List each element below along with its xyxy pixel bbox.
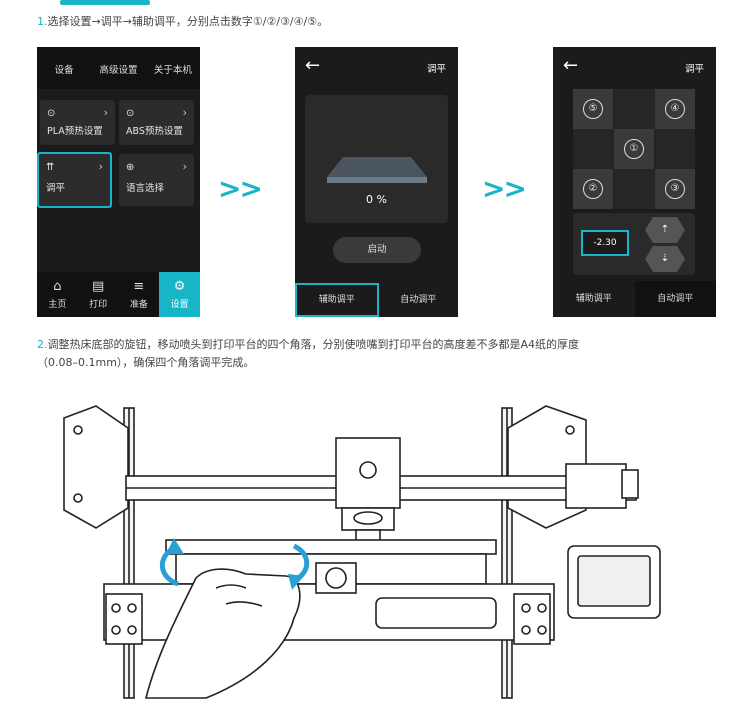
step2-text-line1: 调整热床底部的旋钮，移动喷头到打印平台的四个角落，分别使喷嘴到打印平台的高度差不… (47, 338, 580, 351)
point-5-button[interactable]: ⑤ (573, 89, 613, 129)
pla-preheat-label: PLA预热设置 (47, 126, 103, 137)
leveling-screen: ← 调平 0 % 启动 辅助调平 自动调平 (295, 47, 458, 317)
chevron-right-icon: › (182, 160, 187, 173)
nav-settings[interactable]: ⚙ 设置 (159, 272, 200, 317)
step2-instruction: 2.调整热床底部的旋钮，移动喷头到打印平台的四个角落，分别使喷嘴到打印平台的高度… (37, 336, 717, 372)
nav-prepare[interactable]: ≡ 准备 (119, 272, 160, 317)
grid-spacer (614, 169, 654, 209)
point-3-button[interactable]: ③ (655, 169, 695, 209)
nav-print[interactable]: ▤ 打印 (78, 272, 119, 317)
z-offset-value: -2.30 (581, 230, 629, 256)
grid-spacer (614, 89, 654, 129)
leveling-topbar: ← 调平 (295, 47, 458, 87)
home-icon: ⌂ (53, 279, 62, 294)
globe-icon: ⊕ (126, 162, 135, 173)
pla-preheat-tile[interactable]: ⊙ › PLA预热设置 (40, 100, 115, 145)
auto-leveling-tab[interactable]: 自动调平 (634, 281, 716, 317)
chevron-right-icon: › (98, 160, 103, 173)
language-label: 语言选择 (126, 183, 165, 194)
assisted-leveling-tab[interactable]: 辅助调平 (553, 281, 635, 317)
auto-leveling-tab[interactable]: 自动调平 (400, 295, 437, 305)
printer-illustration (63, 405, 661, 699)
z-up-button[interactable]: ⇡ (645, 217, 685, 243)
separator-arrow: >> (482, 172, 527, 205)
point-4-button[interactable]: ④ (655, 89, 695, 129)
chevron-right-icon: › (182, 106, 187, 119)
settings-tabbar: 设备 高级设置 关于本机 (37, 47, 200, 89)
screen-title: 调平 (684, 64, 704, 75)
back-arrow-icon[interactable]: ← (563, 55, 579, 76)
leveling-point-grid: ⑤ ④ ① ② ③ (573, 89, 695, 209)
section-header-fragment (60, 0, 150, 5)
file-icon: ▤ (91, 279, 105, 294)
nav-settings-label: 设置 (170, 300, 189, 310)
z-offset-panel: -2.30 ⇡ ⇣ (573, 213, 695, 275)
nav-print-label: 打印 (89, 300, 108, 310)
z-down-button[interactable]: ⇣ (645, 246, 685, 272)
arrow-down-icon: ⇣ (660, 253, 670, 264)
nav-home[interactable]: ⌂ 主页 (37, 272, 78, 317)
step2-text-line2: （0.08–0.1mm），确保四个角落调平完成。 (37, 356, 255, 369)
point-2-label: ② (583, 179, 603, 199)
point-1-label: ① (624, 139, 644, 159)
leveling-progress-panel: 0 % (305, 95, 448, 223)
grid-spacer (573, 129, 613, 169)
bed-illustration (327, 157, 427, 183)
tab-about[interactable]: 关于本机 (153, 65, 192, 76)
progress-percent: 0 % (366, 193, 387, 206)
abs-preheat-icon: ⊙ (126, 108, 135, 119)
arrow-up-icon: ⇡ (660, 224, 670, 235)
leveling-icon: ⇈ (46, 162, 55, 173)
start-button[interactable]: 启动 (333, 237, 421, 263)
settings-screen: 设备 高级设置 关于本机 ⊙ › PLA预热设置 ⊙ › ABS预热设置 ⇈ ›… (37, 47, 200, 317)
point-4-label: ④ (665, 99, 685, 119)
separator-arrow: >> (218, 172, 263, 205)
assisted-leveling-tab[interactable]: 辅助调平 (295, 283, 379, 317)
step2-number: 2. (37, 338, 48, 351)
screen-title: 调平 (426, 64, 446, 75)
pla-preheat-icon: ⊙ (47, 108, 56, 119)
point-3-label: ③ (665, 179, 685, 199)
step1-number: 1. (37, 15, 48, 28)
back-arrow-icon[interactable]: ← (305, 55, 321, 76)
assisted-topbar: ← 调平 (553, 47, 716, 87)
nav-prepare-label: 准备 (129, 300, 148, 310)
assisted-leveling-screen: ← 调平 ⑤ ④ ① ② ③ -2.30 ⇡ ⇣ 辅助调平 自动调平 (553, 47, 716, 317)
leveling-label: 调平 (46, 183, 66, 194)
bottom-nav: ⌂ 主页 ▤ 打印 ≡ 准备 ⚙ 设置 (37, 272, 200, 317)
leveling-mode-footer: 辅助调平 自动调平 (553, 281, 716, 317)
tab-advanced[interactable]: 高级设置 (99, 65, 138, 76)
sliders-icon: ≡ (133, 279, 145, 294)
chevron-right-icon: › (103, 106, 108, 119)
tab-device[interactable]: 设备 (54, 65, 74, 76)
point-1-button[interactable]: ① (614, 129, 654, 169)
step1-text: 选择设置→调平→辅助调平，分别点击数字①/②/③/④/⑤。 (47, 15, 329, 28)
grid-spacer (655, 129, 695, 169)
point-5-label: ⑤ (583, 99, 603, 119)
leveling-tile[interactable]: ⇈ › 调平 (37, 152, 112, 208)
nav-home-label: 主页 (48, 300, 67, 310)
leveling-mode-footer: 辅助调平 自动调平 (295, 283, 458, 317)
gear-icon: ⚙ (173, 279, 186, 294)
abs-preheat-label: ABS预热设置 (126, 126, 183, 137)
language-tile[interactable]: ⊕ › 语言选择 (119, 154, 194, 206)
step1-instruction: 1.选择设置→调平→辅助调平，分别点击数字①/②/③/④/⑤。 (37, 13, 328, 31)
point-2-button[interactable]: ② (573, 169, 613, 209)
abs-preheat-tile[interactable]: ⊙ › ABS预热设置 (119, 100, 194, 145)
